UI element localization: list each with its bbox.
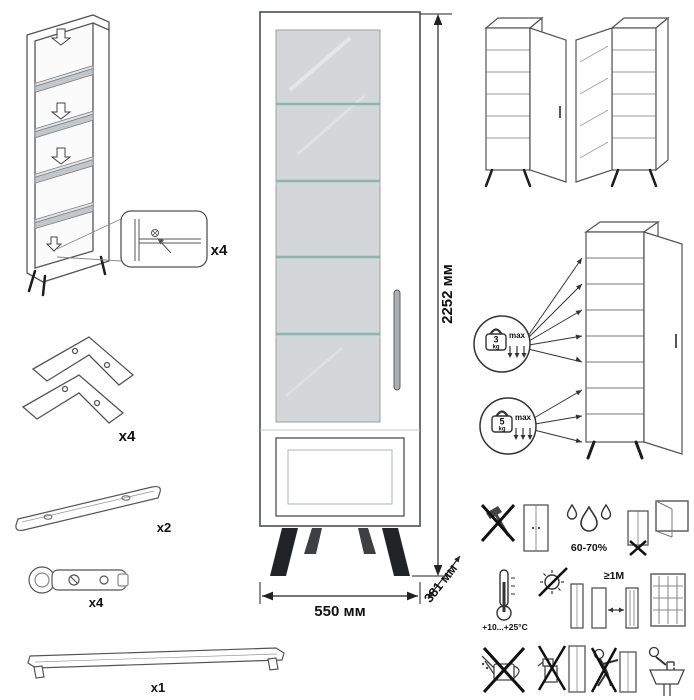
door-handle [393,289,401,391]
temperature-label: +10...+25°C [482,622,527,632]
bottom-shelf-load-max: max [515,413,532,422]
fastener-callout [56,210,208,268]
rail-bar [15,485,161,532]
interior-shelves [34,65,94,230]
shelf-fitting-qty: x4 [211,242,228,259]
leader-lines-upper [527,257,583,363]
cabinet-body [259,11,421,576]
shelf-load-diagram: 3 kg max 5 kg max [473,220,683,460]
door-option-right [575,16,670,188]
legs-part-drawing: x4 [21,336,136,445]
no-spray-cleaning-icon [537,645,586,693]
bottom-shelf-load-value: 5 [499,417,504,427]
leg-brackets [21,336,135,424]
hinge-part-drawing: x4 [28,566,129,610]
heat-distance-icon: ≥1M [591,570,639,629]
main-cabinet-front-view: 2252 мм 550 мм 381 мм [259,11,461,620]
no-watering-icon [481,646,526,694]
cabinet-interior-drawing [26,14,110,283]
load-cabinet-drawing [584,220,683,460]
handle-qty: x1 [151,680,165,695]
bottom-shelf-load-unit: kg [498,427,505,433]
callout-arrowhead [157,238,164,245]
height-dimension-label: 2252 мм [439,264,456,324]
sink-warning-icon [648,646,685,696]
temperature-range-icon: +10...+25°C [482,569,528,632]
handle-bar [27,647,285,679]
no-pushing-icon [590,647,637,693]
ventilation-grid-icon [650,573,686,627]
leader-lines-lower [533,389,583,443]
depth-dimension: 381 мм [421,555,461,605]
distance-label: ≥1M [604,570,625,582]
glass-shelf-load-max: max [509,331,526,340]
humidity-drops-icon: 60-70% [566,503,612,554]
cabinet-legs [270,528,410,576]
hinge-qty: x4 [89,595,104,610]
glass-shelf-load-unit: kg [492,345,499,351]
rail-qty: x2 [157,520,171,535]
no-direct-sunlight-icon [538,567,584,629]
rail-part-drawing: x2 [15,485,171,535]
glass-shelves [276,102,380,338]
insert-direction-arrows [45,28,72,252]
legs-qty: x4 [119,428,136,445]
door-option-left [484,16,567,188]
handle-part-drawing: x1 [27,647,285,695]
load-limit-bottom-shelf: 5 kg max [479,397,537,455]
door-orientation-options [484,16,670,188]
down-arrows [513,428,533,440]
humidity-label: 60-70% [571,542,608,554]
interior-shelves-view: x4 [26,14,228,297]
hinge [28,566,129,594]
glass-shelf-load-value: 3 [493,335,498,345]
window-mount-warning-icon [627,500,689,556]
load-limit-glass-shelf: 3 kg max [473,315,531,373]
bottom-door-panel [275,437,405,517]
width-dimension: 550 мм [259,582,421,620]
no-hammer-icon [480,504,549,552]
down-arrows [507,346,527,358]
width-dimension-label: 550 мм [314,603,365,620]
height-dimension: 2252 мм [412,13,456,577]
